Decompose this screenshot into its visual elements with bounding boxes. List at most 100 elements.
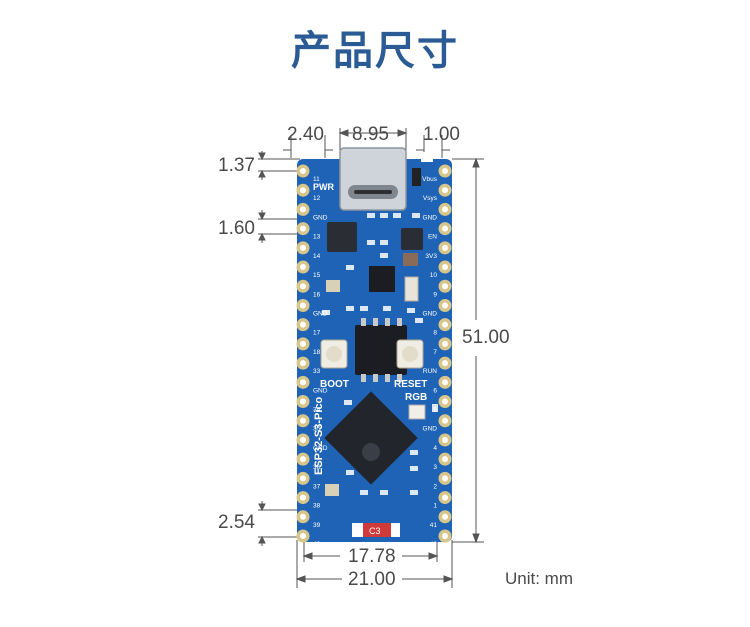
pin-label-right: 6	[433, 387, 437, 394]
pin-pad-right-hole	[442, 398, 448, 405]
pin-label-right: 4	[433, 445, 437, 452]
pin-pad-right-hole	[442, 187, 448, 194]
dim-bottom-offset: 2.54	[218, 512, 255, 533]
pin-label-right: 10	[430, 272, 438, 279]
usb-c-connector	[339, 147, 407, 211]
pin-label-left: 15	[313, 272, 321, 279]
dim-board-width: 21.00	[348, 569, 396, 590]
dim-board-height: 51.00	[462, 327, 510, 348]
pin-pad-right-hole	[442, 456, 448, 463]
pin-label-right: 1	[433, 503, 437, 510]
c3-label: C3	[369, 526, 381, 536]
pin-label-right: GND	[423, 310, 438, 317]
flash-chip	[355, 325, 407, 375]
pin-label-right: Vsys	[423, 195, 438, 202]
pin-label-left: 35	[313, 426, 321, 433]
pin-label-left: 38	[313, 503, 321, 510]
pin-label-right: 3V3	[425, 253, 437, 260]
boot-label: BOOT	[320, 379, 349, 390]
pin-pad-right-hole	[442, 340, 448, 347]
pin-label-left: 36	[313, 464, 321, 471]
pin-pad-right-hole	[442, 475, 448, 482]
pin-pad-left-hole	[300, 206, 306, 213]
pin-pad-right-hole	[442, 168, 448, 174]
pin-pad-left-hole	[300, 168, 306, 174]
pin-pad-left-hole	[300, 225, 306, 232]
pin-pad-left-hole	[300, 302, 306, 309]
dim-usb-width: 8.95	[352, 124, 389, 145]
dim-right-margin-top: 1.00	[423, 124, 460, 145]
pin-pad-left-hole	[300, 436, 306, 443]
pin-pad-right-hole	[442, 225, 448, 232]
pin-pad-right-hole	[442, 417, 448, 424]
pin-pad-right-hole	[442, 206, 448, 213]
pin-label-left: 12	[313, 195, 321, 202]
rgb-label: RGB	[405, 392, 427, 403]
rgb-led	[408, 404, 426, 420]
pin-pad-right-hole	[442, 302, 448, 309]
pin-pad-left-hole	[300, 264, 306, 271]
pin-pad-left-hole	[300, 533, 306, 539]
pin-label-left: 34	[313, 407, 321, 414]
dim-pin-pitch: 1.60	[218, 218, 255, 239]
pin-label-left: 13	[313, 234, 321, 241]
pin-label-left: 14	[313, 253, 321, 260]
pin-pad-left-hole	[300, 321, 306, 328]
dim-top-offset: 1.37	[218, 155, 255, 176]
pin-pad-left-hole	[300, 456, 306, 463]
pin-label-right: EN	[428, 234, 437, 241]
pin-label-right: 2	[433, 483, 437, 490]
board-name-label: ESP32-S3-Pico	[313, 396, 325, 475]
pin-label-right: 41	[430, 522, 438, 529]
pin-pad-left-hole	[300, 340, 306, 347]
pin-pad-left-hole	[300, 398, 306, 405]
dim-left-margin-top: 2.40	[287, 124, 324, 145]
pin-pad-right-hole	[442, 321, 448, 328]
pin-label-left: 11	[313, 176, 320, 183]
reset-label: RESET	[394, 379, 427, 390]
pin-label-left: GND	[313, 310, 328, 317]
pin-label-left: 17	[313, 330, 321, 337]
pin-pad-left-hole	[300, 494, 306, 501]
pin-pad-right-hole	[442, 513, 448, 520]
pwr-label: PWR	[313, 182, 334, 192]
pin-label-left: GND	[313, 214, 328, 221]
pcb-board	[297, 147, 452, 542]
pin-pad-left-hole	[300, 244, 306, 251]
pin-pad-left-hole	[300, 360, 306, 367]
pin-pad-right-hole	[442, 244, 448, 251]
dimension-lines	[258, 128, 484, 588]
usb-chip	[327, 222, 357, 252]
pin-pad-left-hole	[300, 283, 306, 290]
pin-label-left: GND	[313, 445, 328, 452]
pin-label-right: GND	[423, 214, 438, 221]
pin-label-right: 42	[430, 541, 438, 548]
pin-pad-left-hole	[300, 417, 306, 424]
pin-label-right: 9	[433, 291, 437, 298]
pin-pad-right-hole	[442, 360, 448, 367]
pin-pad-right-hole	[442, 436, 448, 443]
pin-label-right: GND	[423, 426, 438, 433]
page-title: 产品尺寸	[291, 28, 459, 74]
pin-pad-right-hole	[442, 533, 448, 539]
pin-label-right: Vbus	[422, 176, 438, 183]
c3-component	[363, 523, 391, 537]
pin-label-right: 5	[433, 407, 437, 414]
pin-pad-right-hole	[442, 283, 448, 290]
pin-label-left: 33	[313, 368, 321, 375]
esp32-s3-chip	[324, 391, 418, 485]
pin-label-left: 39	[313, 522, 321, 529]
pin-label-left: 37	[313, 483, 321, 490]
pin-label-right: 7	[433, 349, 437, 356]
pin-label-left: 16	[313, 291, 321, 298]
pin-pad-right-hole	[442, 264, 448, 271]
pin-pad-left-hole	[300, 513, 306, 520]
pin-label-left: 40	[313, 541, 321, 548]
pin-label-right: RUN	[423, 368, 437, 375]
pin-label-left: 18	[313, 349, 321, 356]
pin-label-left: GND	[313, 387, 328, 394]
pin-label-right: 3	[433, 464, 437, 471]
pin-pad-left-hole	[300, 379, 306, 386]
